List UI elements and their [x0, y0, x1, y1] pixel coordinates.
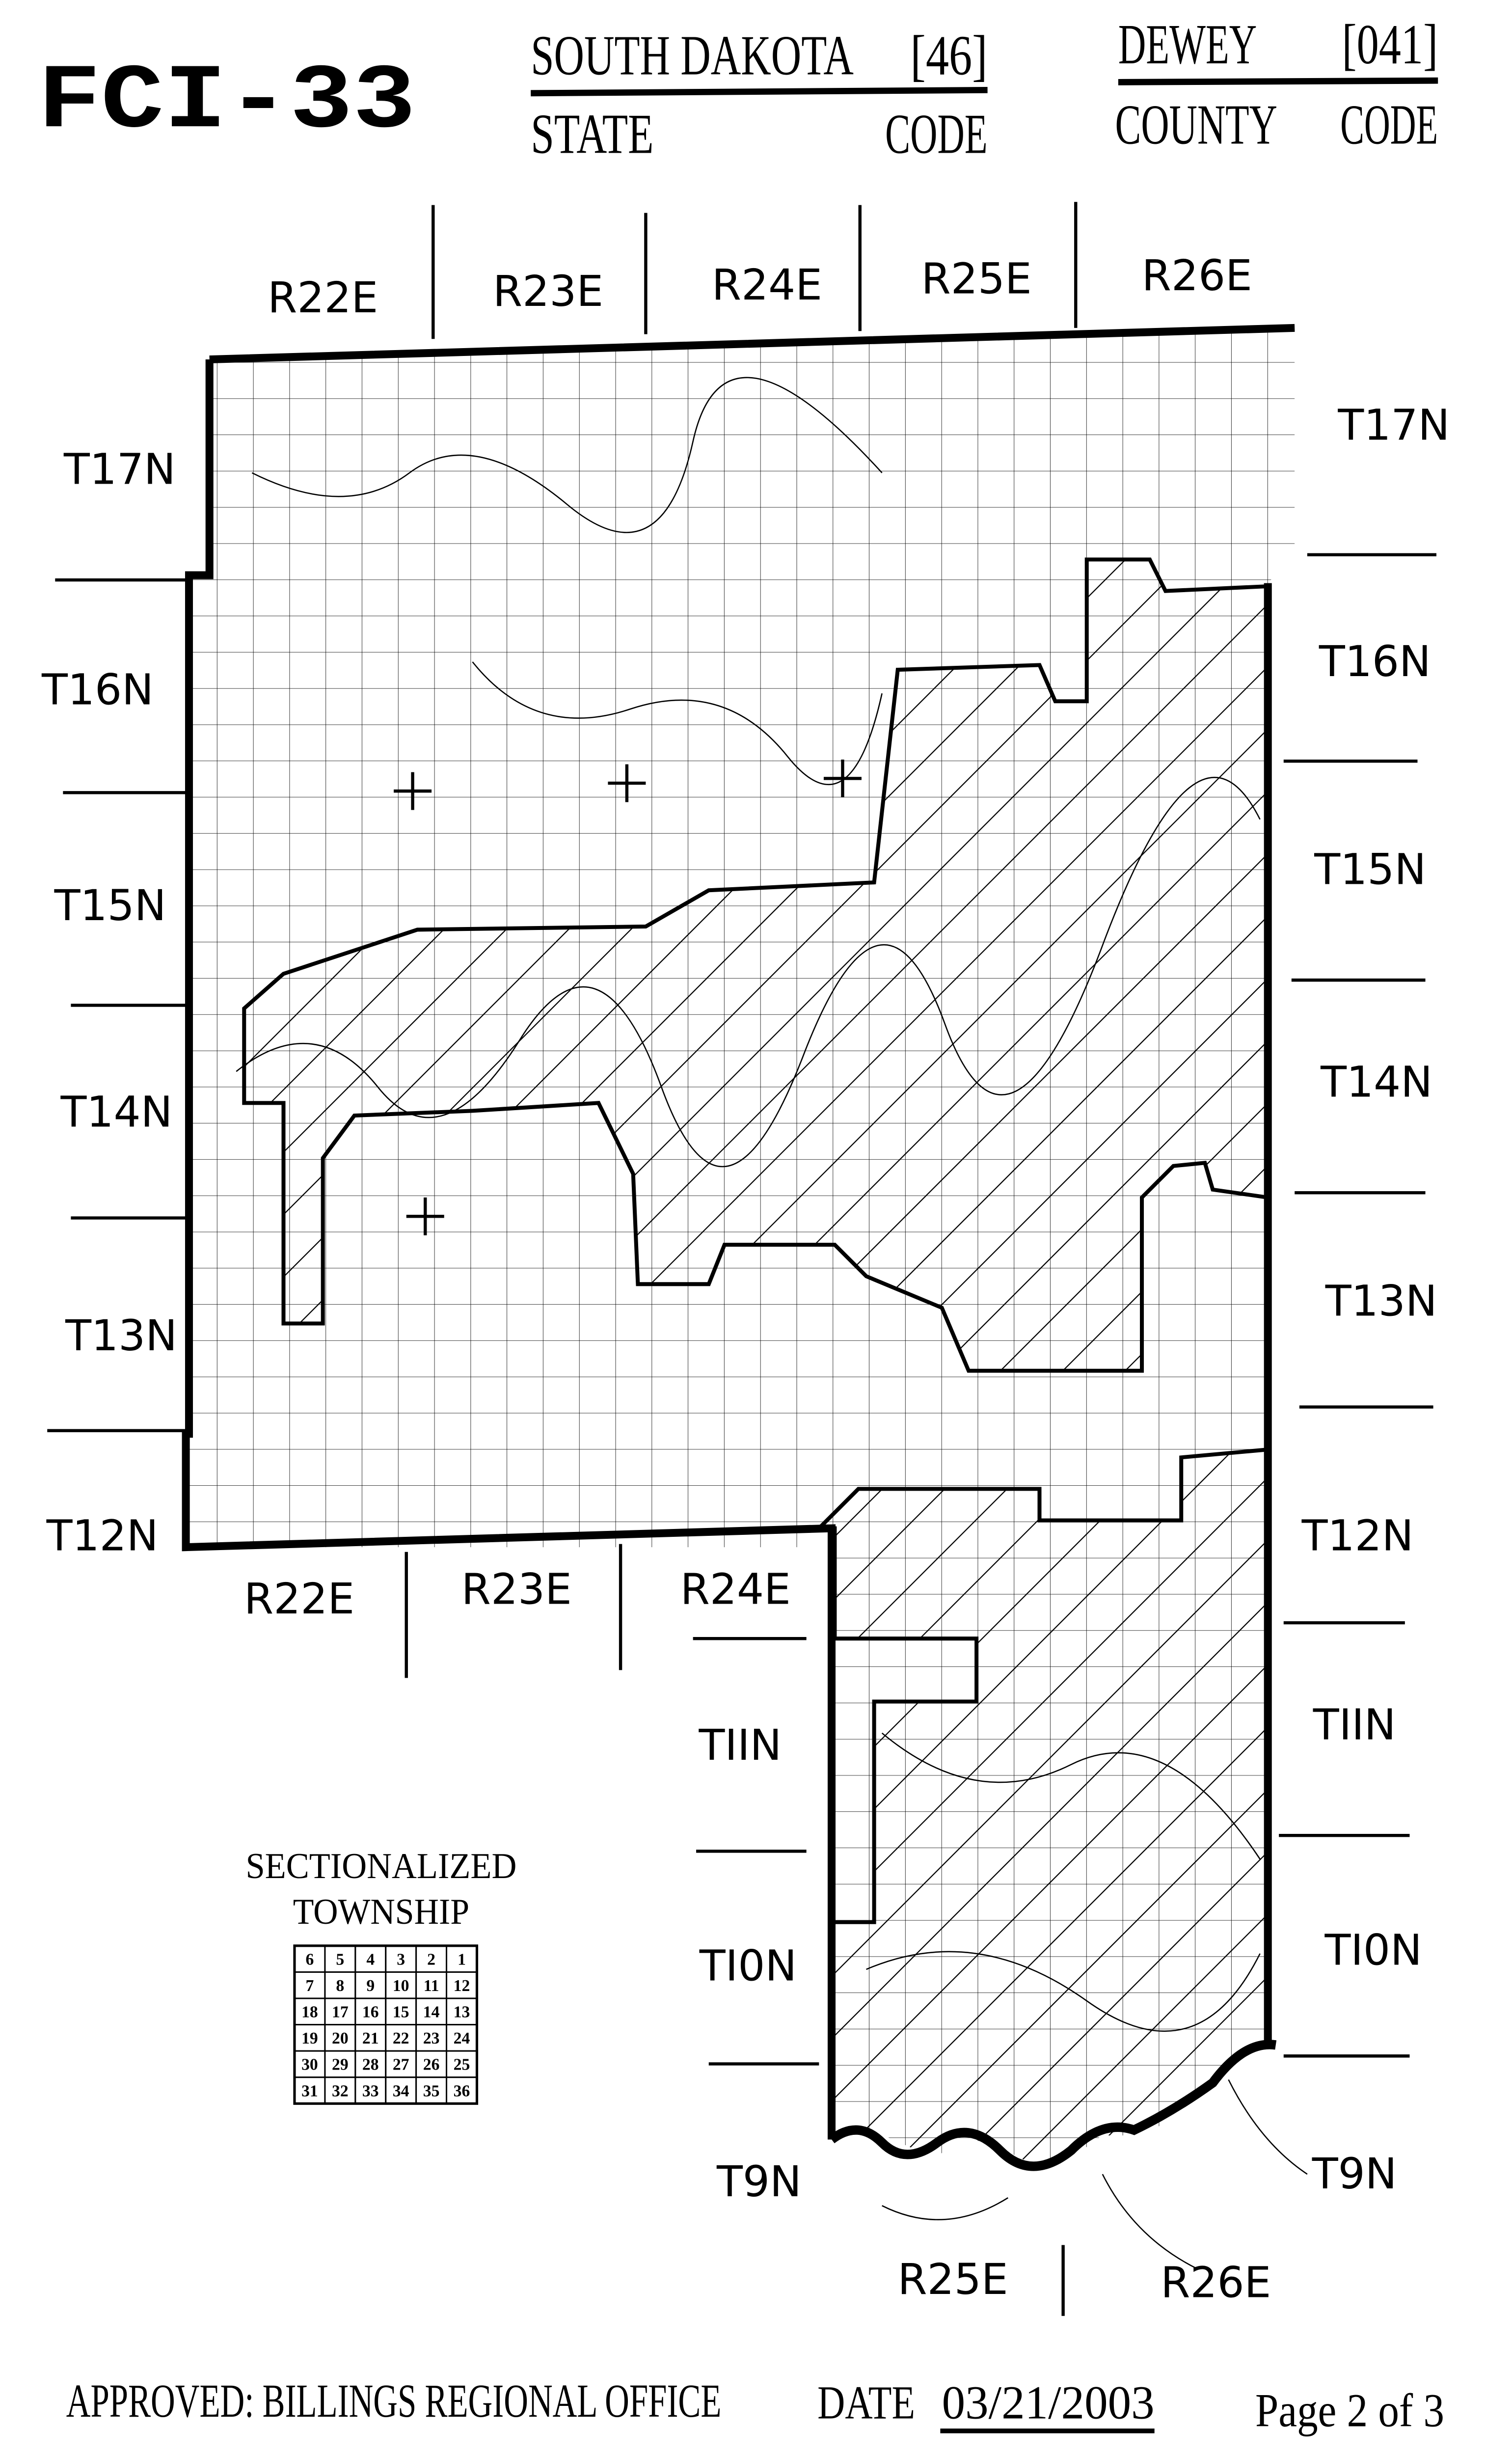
legend-section-number: 28	[362, 2056, 379, 2074]
range-label: R24E	[680, 1565, 791, 1614]
legend-section-number: 8	[336, 1977, 344, 1995]
range-label: R25E	[921, 254, 1032, 303]
township-label: T9N	[716, 2157, 802, 2207]
legend-section-number: 18	[301, 2003, 318, 2021]
range-label: R23E	[461, 1565, 572, 1614]
township-label: T15N	[54, 881, 166, 930]
legend-section-number: 17	[332, 2003, 349, 2021]
legend-section-number: 21	[362, 2029, 379, 2047]
township-label: T14N	[60, 1088, 172, 1137]
county-underline	[1118, 77, 1438, 85]
township-label: T14N	[1320, 1058, 1432, 1107]
legend-section-number: 9	[366, 1977, 375, 1995]
legend-section-number: 31	[301, 2082, 318, 2100]
legend-section-number: 16	[362, 2003, 379, 2021]
county-name: DEWEY	[1118, 13, 1257, 76]
legend-section-number: 32	[332, 2082, 349, 2100]
legend-section-number: 15	[393, 2003, 409, 2021]
legend-section-number: 12	[454, 1977, 470, 1995]
legend-section-number: 14	[423, 2003, 440, 2021]
legend-section-number: 27	[393, 2056, 409, 2074]
range-label: R22E	[244, 1575, 354, 1624]
header: FCI-33 SOUTH DAKOTA [46] STATE CODE DEWE…	[38, 13, 1438, 165]
township-label: T17N	[1337, 401, 1450, 450]
legend-title-line2: TOWNSHIP	[293, 1891, 469, 1932]
legend-section-number: 2	[427, 1950, 435, 1968]
legend-section-number: 25	[454, 2056, 470, 2074]
township-label: TI0N	[1324, 1926, 1422, 1975]
legend-section-number: 7	[305, 1977, 314, 1995]
legend-section-number: 20	[332, 2029, 349, 2047]
legend-section-number: 36	[454, 2082, 470, 2100]
township-label: T16N	[1319, 637, 1431, 686]
state-name: SOUTH DAKOTA	[531, 24, 854, 86]
page-number: Page 2 of 3	[1255, 2384, 1444, 2436]
township-label: T16N	[41, 666, 154, 715]
legend-section-number: 19	[301, 2029, 318, 2047]
county-boundary	[182, 324, 1295, 2140]
legend-section-number: 22	[393, 2029, 409, 2047]
state-label: STATE	[531, 103, 653, 165]
footer: APPROVED: BILLINGS REGIONAL OFFICE DATE …	[66, 2374, 1444, 2436]
legend-section-number: 1	[458, 1950, 466, 1968]
range-label: R22E	[268, 273, 378, 323]
range-label: R23E	[493, 267, 603, 316]
legend-section-number: 3	[397, 1950, 405, 1968]
county-code-label: CODE	[1340, 93, 1438, 156]
lake-oahe-shoreline	[882, 2079, 1308, 2269]
legend-section-number: 34	[393, 2082, 409, 2100]
legend-section-number: 13	[454, 2003, 470, 2021]
township-label: T17N	[63, 445, 176, 494]
legend-section-number: 6	[305, 1950, 314, 1968]
township-label: T15N	[1314, 845, 1426, 894]
legend-section-number: 4	[366, 1950, 375, 1968]
county-label: COUNTY	[1115, 93, 1277, 156]
township-label: T9N	[1312, 2150, 1397, 2199]
range-label: R26E	[1161, 2258, 1271, 2307]
missouri-river-boundary	[829, 2040, 1277, 2171]
legend-section-number: 26	[423, 2056, 440, 2074]
date-label: DATE	[817, 2376, 915, 2428]
grid-ticks	[47, 202, 1436, 2316]
legend-section-number: 11	[424, 1977, 439, 1995]
range-label: R24E	[712, 261, 822, 310]
township-label: T13N	[65, 1311, 177, 1361]
township-label: T12N	[46, 1512, 159, 1561]
state-code: [46]	[910, 24, 987, 86]
hatched-area-north	[242, 557, 1270, 1373]
plus-markers	[394, 759, 862, 1235]
legend-section-number: 30	[301, 2056, 318, 2074]
legend-section-number: 10	[393, 1977, 409, 1995]
county-code: [041]	[1342, 13, 1438, 76]
range-label: R25E	[897, 2255, 1008, 2304]
legend-section-number: 35	[423, 2082, 440, 2100]
legend-section-number: 24	[454, 2029, 470, 2047]
legend-section-number: 33	[362, 2082, 379, 2100]
legend-section-number: 29	[332, 2056, 349, 2074]
approved-by: APPROVED: BILLINGS REGIONAL OFFICE	[66, 2374, 722, 2427]
township-label: T13N	[1325, 1277, 1437, 1326]
legend-section-number: 5	[336, 1950, 344, 1968]
form-id: FCI-33	[38, 50, 416, 154]
township-label: TIIN	[1313, 1701, 1396, 1750]
legend-title-line1: SECTIONALIZED	[246, 1846, 517, 1886]
state-underline	[531, 86, 988, 97]
map-labels: R22E R23E R24E R25E R26E R22E R23E R24E R25E R26E…	[41, 251, 1450, 2307]
date-value: 03/21/2003	[942, 2376, 1155, 2428]
township-label: T12N	[1301, 1512, 1414, 1561]
township-label: TIIN	[699, 1721, 782, 1770]
legend-section-cell	[446, 2076, 478, 2104]
range-label: R26E	[1142, 251, 1252, 300]
legend-section-number: 23	[423, 2029, 440, 2047]
hatched-area-south	[814, 1447, 1270, 2163]
township-label: TI0N	[699, 1941, 797, 1991]
state-code-label: CODE	[885, 103, 988, 165]
